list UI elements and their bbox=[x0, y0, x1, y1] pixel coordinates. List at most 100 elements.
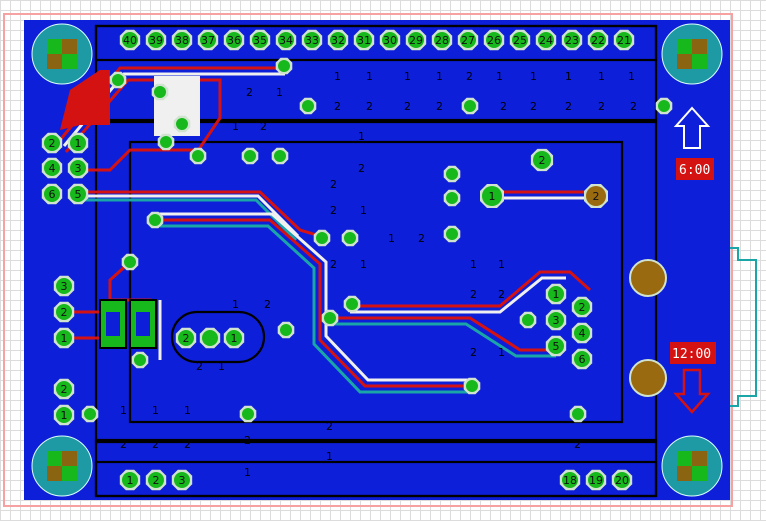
via-copper bbox=[302, 100, 314, 112]
via bbox=[519, 311, 537, 329]
header-top-pin-label: 25 bbox=[513, 34, 527, 47]
via-copper bbox=[242, 408, 254, 420]
svg-text:2: 2 bbox=[184, 438, 191, 451]
header-top-pin-copper bbox=[356, 32, 372, 48]
svg-text:2: 2 bbox=[418, 232, 425, 245]
left-conn-pin: 1 bbox=[67, 132, 89, 154]
via bbox=[443, 189, 461, 207]
svg-text:2: 2 bbox=[326, 420, 333, 433]
header-bottom-left-pin-label: 3 bbox=[179, 474, 186, 487]
header-bottom-left-pin-copper bbox=[148, 472, 164, 488]
mount-hole-tl bbox=[31, 23, 93, 85]
via bbox=[443, 225, 461, 243]
svg-text:1: 1 bbox=[628, 70, 635, 83]
header-bottom-right-pin: 20 bbox=[611, 469, 633, 491]
svg-text:1: 1 bbox=[498, 258, 505, 271]
display-top: 6:00 bbox=[679, 163, 710, 178]
header-top-pin-label: 21 bbox=[617, 34, 631, 47]
via-copper bbox=[154, 86, 166, 98]
right-conn-pin-label: 6 bbox=[579, 353, 586, 366]
svg-text:1: 1 bbox=[598, 70, 605, 83]
header-top-pin-copper bbox=[200, 32, 216, 48]
svg-text:2: 2 bbox=[260, 120, 267, 133]
left-conn-pin-copper bbox=[44, 160, 60, 176]
copper-pour bbox=[24, 20, 730, 500]
header-top-pin-label: 22 bbox=[591, 34, 605, 47]
right-conn-pin-label: 3 bbox=[553, 314, 560, 327]
left-conn-pin-copper bbox=[44, 135, 60, 151]
left-conn-pin: 3 bbox=[67, 157, 89, 179]
display-bottom-box bbox=[670, 342, 716, 364]
header-top-pin-copper bbox=[226, 32, 242, 48]
via bbox=[321, 309, 339, 327]
left-conn-pin-label: 2 bbox=[49, 137, 56, 150]
via-copper bbox=[346, 298, 358, 310]
svg-text:1: 1 bbox=[152, 404, 159, 417]
header-top-pin: 22 bbox=[587, 29, 609, 51]
via-copper bbox=[446, 228, 458, 240]
left-low-pin-label: 1 bbox=[61, 409, 68, 422]
via-copper bbox=[274, 150, 286, 162]
header-top-pin: 30 bbox=[379, 29, 401, 51]
svg-text:2: 2 bbox=[436, 100, 443, 113]
header-top-pin: 33 bbox=[301, 29, 323, 51]
header-top-pin: 40 bbox=[119, 29, 141, 51]
via-copper bbox=[344, 232, 356, 244]
header-bottom-right-pin-copper bbox=[588, 472, 604, 488]
left-mid-pin-label: 2 bbox=[61, 306, 68, 319]
header-top-pin: 34 bbox=[275, 29, 297, 51]
via-copper bbox=[466, 380, 478, 392]
left-conn-pin-label: 5 bbox=[75, 188, 82, 201]
via-copper bbox=[446, 192, 458, 204]
right-conn-pin-copper bbox=[574, 325, 590, 341]
header-top-pin-copper bbox=[460, 32, 476, 48]
header-top-pin-label: 38 bbox=[175, 34, 189, 47]
via-copper bbox=[280, 324, 292, 336]
header-top-pin-label: 30 bbox=[383, 34, 397, 47]
via bbox=[131, 351, 149, 369]
svg-text:2: 2 bbox=[466, 70, 473, 83]
left-conn-pin-label: 3 bbox=[75, 162, 82, 175]
via-copper bbox=[149, 214, 161, 226]
header-top-pin-label: 26 bbox=[487, 34, 501, 47]
header-top-pin-label: 33 bbox=[305, 34, 319, 47]
left-mid-pin-label: 3 bbox=[61, 280, 68, 293]
header-top-pin-copper bbox=[148, 32, 164, 48]
svg-text:2: 2 bbox=[120, 438, 127, 451]
left-mid-pin-copper bbox=[56, 304, 72, 320]
header-top-pin-copper bbox=[408, 32, 424, 48]
svg-text:2: 2 bbox=[404, 100, 411, 113]
via bbox=[341, 229, 359, 247]
svg-text:1: 1 bbox=[530, 70, 537, 83]
via-copper bbox=[192, 150, 204, 162]
via-copper bbox=[244, 150, 256, 162]
via bbox=[271, 147, 289, 165]
svg-text:2: 2 bbox=[630, 100, 637, 113]
svg-text:2: 2 bbox=[530, 100, 537, 113]
svg-text:1: 1 bbox=[244, 466, 251, 479]
crystal-outline bbox=[170, 310, 266, 364]
crystal-pin: 1 bbox=[223, 327, 245, 349]
header-top-pin-copper bbox=[382, 32, 398, 48]
svg-text:2: 2 bbox=[598, 100, 605, 113]
right-conn-pin: 5 bbox=[545, 335, 567, 357]
header-top-pin: 38 bbox=[171, 29, 193, 51]
header-top-pin-copper bbox=[590, 32, 606, 48]
pad-mid-right: 2 bbox=[584, 184, 608, 208]
via-copper bbox=[84, 408, 96, 420]
via bbox=[173, 115, 191, 133]
mount-hole-tr bbox=[661, 23, 723, 85]
mount-holes bbox=[31, 23, 723, 497]
svg-text:1: 1 bbox=[496, 70, 503, 83]
via bbox=[275, 57, 293, 75]
via bbox=[121, 253, 139, 271]
header-top-pin-copper bbox=[512, 32, 528, 48]
mount-hole-bl bbox=[31, 435, 93, 497]
left-mid-pin-copper bbox=[56, 330, 72, 346]
header-top-pin: 21 bbox=[613, 29, 635, 51]
left-conn-pin-copper bbox=[70, 135, 86, 151]
svg-text:2: 2 bbox=[244, 434, 251, 447]
via bbox=[313, 229, 331, 247]
